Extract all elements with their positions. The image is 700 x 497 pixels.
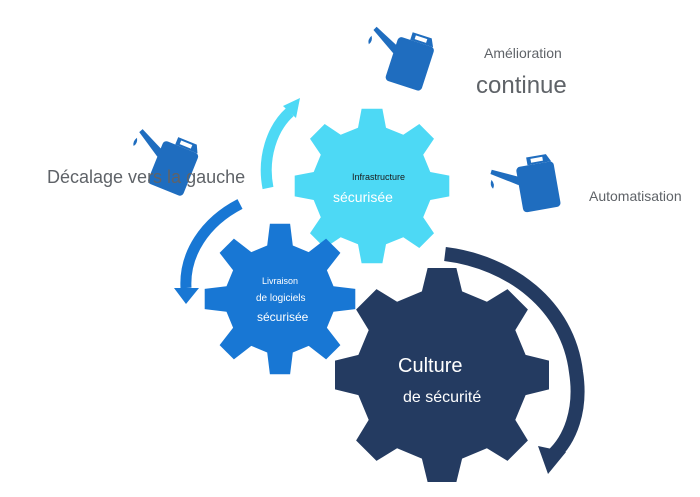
- label-continue: continue: [476, 72, 567, 99]
- gear-livraison: Livraison de logiciels sécurisée: [204, 223, 356, 375]
- gear-culture-line1: Culture: [398, 355, 462, 377]
- gear-culture-line2: de sécurité: [403, 389, 481, 406]
- gear-livraison-line1: Livraison: [262, 276, 298, 286]
- arrow-medium: [174, 199, 243, 304]
- gear-livraison-line2: de logiciels: [256, 293, 305, 304]
- oil-can-icon: [487, 153, 562, 218]
- gear-culture: Culture de sécurité: [335, 268, 549, 482]
- gear-livraison-shape: [204, 223, 356, 375]
- arrow-light: [260, 98, 300, 190]
- gear-livraison-line3: sécurisée: [257, 310, 309, 324]
- gear-culture-shape: [335, 268, 549, 482]
- gear-infrastructure-line2: sécurisée: [333, 189, 393, 205]
- label-decalage: Décalage vers la gauche: [47, 167, 245, 187]
- label-automatisation: Automatisation: [589, 188, 682, 204]
- arrow-dark: [444, 247, 585, 474]
- gear-infrastructure: Infrastructure sécurisée: [294, 108, 450, 264]
- oil-can-icon: [358, 20, 438, 92]
- gear-infrastructure-line1: Infrastructure: [352, 172, 405, 182]
- label-amelioration: Amélioration: [484, 45, 562, 61]
- gear-infrastructure-shape: [294, 108, 450, 264]
